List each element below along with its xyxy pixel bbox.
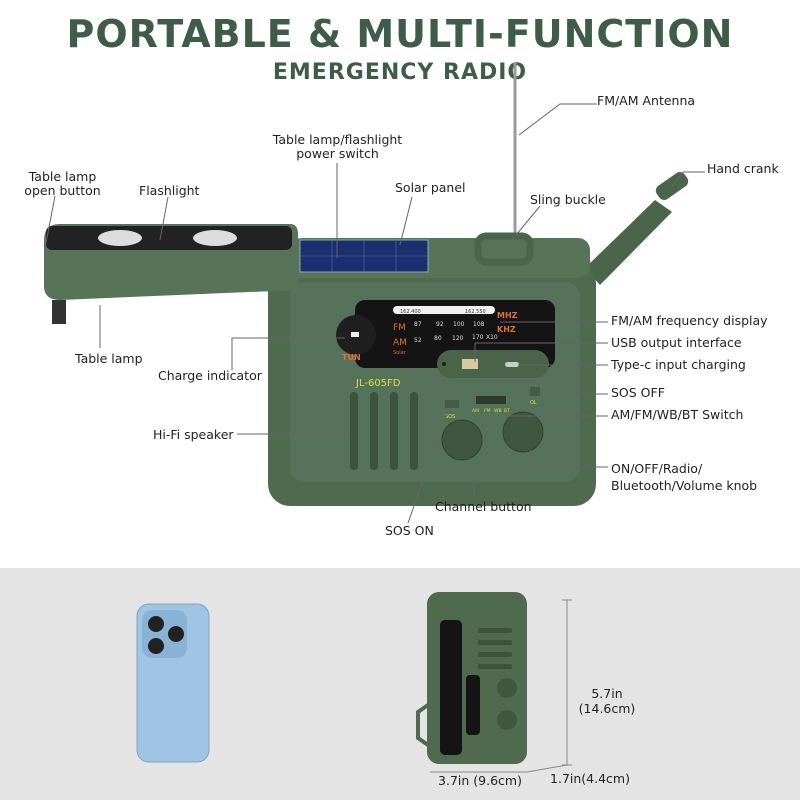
label-power-switch-line2: power switch bbox=[296, 146, 379, 161]
svg-text:Solar: Solar bbox=[393, 350, 407, 356]
svg-text:FM: FM bbox=[484, 408, 491, 414]
label-table-lamp: Table lamp bbox=[75, 351, 143, 366]
dimension-panel-background bbox=[0, 568, 800, 800]
svg-text:MHZ: MHZ bbox=[497, 311, 518, 320]
model-name: JL-605FD bbox=[355, 378, 401, 389]
sling-buckle bbox=[474, 232, 534, 266]
charge-indicator-icon bbox=[351, 332, 359, 337]
label-power-switch-line1: Table lamp/flashlight bbox=[272, 132, 403, 147]
label-volume-knob: ON/OFF/Radio/ Bluetooth/Volume knob bbox=[611, 460, 757, 494]
dimension-height-in: 5.7in bbox=[591, 686, 623, 701]
label-volume-knob-line1: ON/OFF/Radio/ bbox=[611, 461, 703, 476]
svg-text:WB: WB bbox=[494, 408, 502, 414]
svg-text:AM: AM bbox=[393, 338, 407, 348]
svg-text:52: 52 bbox=[414, 337, 422, 344]
svg-text:120: 120 bbox=[452, 335, 464, 342]
label-antenna: FM/AM Antenna bbox=[597, 93, 696, 108]
svg-text:X10: X10 bbox=[486, 334, 498, 341]
channel-knob bbox=[441, 419, 483, 461]
svg-text:TUN: TUN bbox=[342, 353, 361, 362]
sos-button bbox=[445, 400, 459, 408]
dimension-height-cm: (14.6cm) bbox=[578, 701, 636, 716]
svg-text:BT: BT bbox=[504, 408, 510, 414]
page-subtitle: EMERGENCY RADIO bbox=[272, 60, 528, 85]
svg-text:162.550: 162.550 bbox=[465, 309, 486, 315]
label-flashlight: Flashlight bbox=[139, 183, 200, 198]
svg-text:162.400: 162.400 bbox=[400, 309, 421, 315]
label-charge-indicator: Charge indicator bbox=[158, 368, 262, 383]
label-speaker: Hi-Fi speaker bbox=[153, 427, 234, 442]
svg-text:FM: FM bbox=[393, 323, 406, 333]
label-band-switch: AM/FM/WB/BT Switch bbox=[611, 407, 744, 422]
label-type-c: Type-c input charging bbox=[611, 357, 746, 372]
flashlight-lens bbox=[193, 230, 237, 246]
usb-port bbox=[462, 359, 478, 369]
label-usb: USB output interface bbox=[611, 335, 742, 350]
label-lamp-open-line1: Table lamp bbox=[28, 169, 97, 184]
svg-text:108: 108 bbox=[473, 321, 485, 328]
label-sling-buckle: Sling buckle bbox=[530, 192, 606, 207]
dimension-depth: 1.7in(4.4cm) bbox=[550, 771, 630, 786]
volume-knob bbox=[502, 411, 544, 453]
svg-text:92: 92 bbox=[436, 321, 444, 328]
svg-text:OL: OL bbox=[530, 400, 537, 406]
svg-text:AM: AM bbox=[472, 408, 479, 414]
page-title: PORTABLE & MULTI-FUNCTION bbox=[66, 12, 734, 56]
band-switch bbox=[476, 396, 506, 404]
svg-text:KHZ: KHZ bbox=[497, 325, 516, 334]
label-power-switch: Table lamp/flashlight power switch bbox=[255, 133, 420, 161]
svg-text:80: 80 bbox=[434, 335, 442, 342]
speaker-grille bbox=[350, 392, 418, 470]
label-frequency-display: FM/AM frequency display bbox=[611, 313, 768, 328]
label-sos-on: SOS ON bbox=[385, 523, 434, 538]
flashlight-lens bbox=[98, 230, 142, 246]
label-sos-off: SOS OFF bbox=[611, 385, 665, 400]
label-lamp-open-button: Table lamp open button bbox=[15, 170, 110, 198]
label-solar-panel: Solar panel bbox=[395, 180, 466, 195]
label-hand-crank: Hand crank bbox=[707, 161, 779, 176]
svg-text:170: 170 bbox=[472, 334, 484, 341]
svg-text:100: 100 bbox=[453, 321, 465, 328]
type-c-port bbox=[505, 362, 519, 367]
svg-text:SOS: SOS bbox=[445, 414, 455, 420]
label-channel-button: Channel button bbox=[435, 499, 532, 514]
sos-off-button bbox=[530, 387, 540, 396]
label-lamp-open-line2: open button bbox=[24, 183, 101, 198]
hand-crank bbox=[585, 200, 672, 285]
dimension-height: 5.7in (14.6cm) bbox=[572, 686, 642, 716]
svg-text:87: 87 bbox=[414, 321, 422, 328]
dimension-width: 3.7in (9.6cm) bbox=[438, 773, 522, 788]
label-volume-knob-line2: Bluetooth/Volume knob bbox=[611, 478, 758, 493]
